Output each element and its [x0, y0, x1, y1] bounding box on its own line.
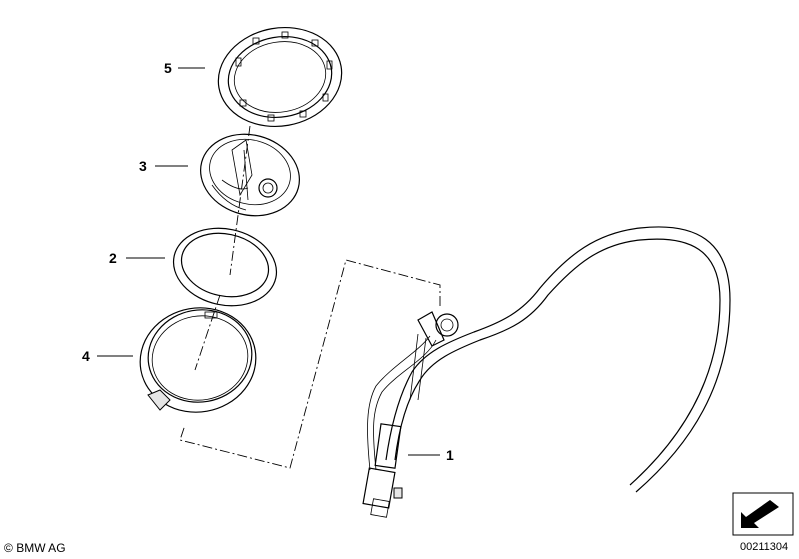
part-2-seal	[172, 227, 278, 307]
callout-3: 3	[139, 158, 147, 174]
part-4-retaining-ring	[139, 307, 257, 413]
copyright-symbol: ©	[4, 541, 13, 555]
copyright-notice: © BMW AG	[4, 541, 66, 555]
assembly-axis-lower	[194, 294, 221, 371]
document-number: 00211304	[740, 541, 789, 553]
copyright-text: BMW AG	[16, 541, 66, 555]
part-3-cover	[200, 133, 300, 217]
callout-1: 1	[446, 447, 454, 463]
callout-4: 4	[82, 348, 90, 364]
callout-2: 2	[109, 250, 117, 266]
part-5-locking-ring	[217, 26, 343, 128]
assembly-bracket-line	[179, 259, 441, 469]
reference-arrow-icon	[732, 492, 794, 536]
callout-5: 5	[164, 60, 172, 76]
assembly-axis-upper	[229, 125, 251, 276]
part-1-hose-assembly	[362, 226, 731, 518]
